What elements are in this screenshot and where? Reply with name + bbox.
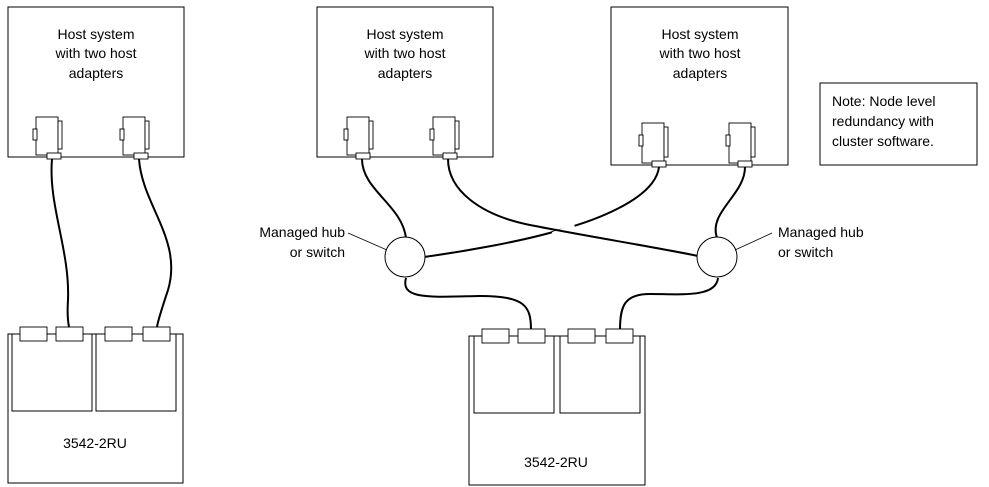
note-box: Note: Node level redundancy with cluster… — [819, 82, 978, 166]
storage-port — [517, 328, 546, 344]
host-right-line-2: with two host — [659, 45, 741, 61]
host-adapter-icon — [429, 116, 460, 160]
host-adapter-icon — [725, 122, 756, 168]
host-center-line-3: adapters — [378, 65, 432, 81]
hub-right-line-2: or switch — [778, 244, 833, 260]
storage-port — [55, 326, 84, 342]
host-right-line-3: adapters — [673, 65, 727, 81]
storage-port — [142, 326, 171, 342]
hub-right-line-1: Managed hub — [778, 224, 864, 240]
host-system-center: Host system with two host adapters — [316, 6, 494, 160]
note-line-1: Note: Node level — [832, 93, 936, 109]
host-adapter-icon — [343, 116, 374, 160]
storage-port — [481, 328, 510, 344]
hub-icon — [384, 236, 426, 278]
host-right-line-1: Host system — [661, 26, 738, 42]
storage-port — [605, 328, 634, 344]
storage-port — [19, 326, 48, 342]
host-adapter-icon — [119, 116, 150, 160]
host-left-line-1: Host system — [57, 26, 134, 42]
host-center-line-1: Host system — [366, 26, 443, 42]
storage-unit-right: 3542-2RU — [468, 328, 646, 486]
storage-unit-left: 3542-2RU — [7, 326, 184, 484]
host-center-line-2: with two host — [364, 45, 446, 61]
host-system-right: Host system with two host adapters — [610, 6, 789, 168]
host-system-left: Host system with two host adapters — [7, 6, 185, 160]
hub-left-line-2: or switch — [290, 244, 345, 260]
host-adapter-icon — [638, 122, 669, 168]
note-line-3: cluster software. — [832, 133, 934, 149]
managed-hub-right: Managed hub or switch — [696, 224, 864, 278]
cables-left — [50, 158, 173, 328]
note-line-2: redundancy with — [832, 113, 934, 129]
cables-right — [361, 158, 746, 331]
storage-left-label: 3542-2RU — [63, 435, 127, 451]
storage-right-label: 3542-2RU — [524, 454, 588, 470]
hub-left-line-1: Managed hub — [259, 224, 345, 240]
managed-hub-left: Managed hub or switch — [259, 224, 426, 278]
host-adapter-icon — [32, 116, 63, 160]
host-left-line-2: with two host — [55, 45, 137, 61]
storage-port — [567, 328, 596, 344]
host-left-line-3: adapters — [69, 65, 123, 81]
hub-icon — [696, 236, 738, 278]
storage-port — [104, 326, 133, 342]
